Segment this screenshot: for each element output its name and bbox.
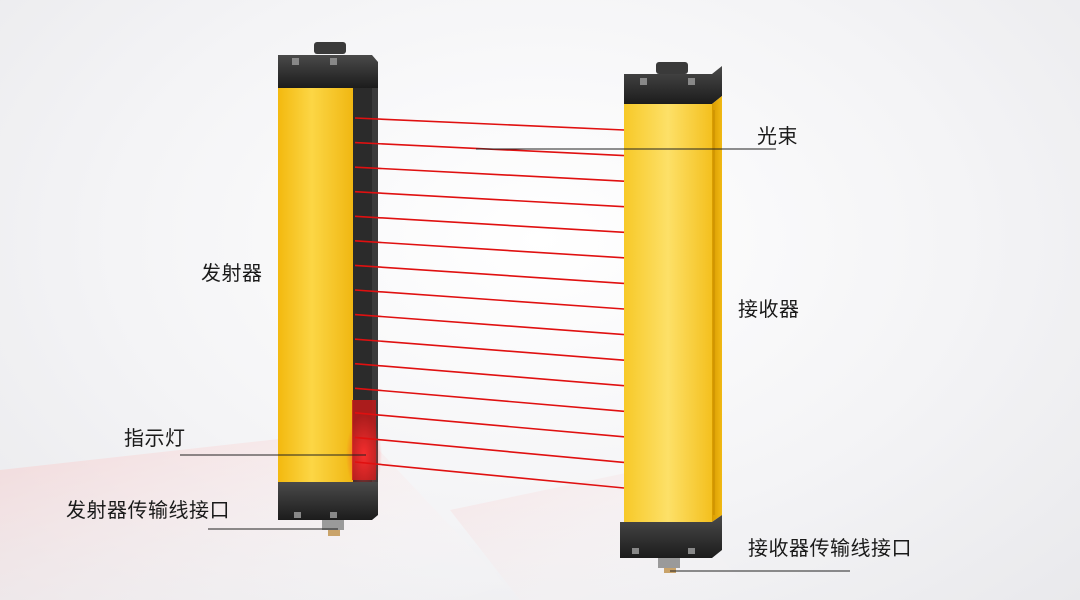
emitter-lens-strip	[353, 88, 375, 482]
light-beam	[354, 313, 625, 336]
emitter-connector	[322, 520, 344, 530]
light-beam	[354, 264, 625, 285]
light-beam	[354, 117, 625, 131]
indicator-label: 指示灯	[124, 426, 186, 450]
light-beam	[354, 387, 625, 413]
light-beam	[354, 289, 625, 310]
beam-label: 光束	[757, 124, 798, 148]
light-beams	[354, 117, 625, 489]
emitter-housing	[278, 88, 353, 482]
receiver-connector	[658, 558, 680, 568]
emitter-port-label: 发射器传输线接口	[66, 498, 230, 522]
emitter-screw	[292, 58, 299, 65]
receiver-top-knob	[656, 62, 688, 74]
light-beam	[354, 215, 625, 234]
receiver-port-label: 接收器传输线接口	[748, 536, 912, 560]
receiver-label: 接收器	[738, 297, 800, 321]
light-beam	[354, 166, 625, 182]
receiver-housing	[624, 104, 712, 522]
light-beam	[354, 190, 625, 208]
emitter-label: 发射器	[201, 261, 263, 285]
emitter-screw	[330, 58, 337, 65]
emitter-unit	[278, 42, 382, 536]
emitter-bottom-cap	[278, 482, 378, 520]
light-beam	[354, 436, 625, 464]
floor-reflection	[450, 470, 760, 600]
floor-reflection	[0, 430, 520, 600]
receiver-unit	[620, 62, 722, 573]
light-beam	[354, 338, 625, 361]
receiver-top-cap	[624, 66, 722, 104]
light-beam	[354, 362, 625, 387]
light-beam	[354, 461, 625, 489]
light-beam	[354, 240, 625, 259]
receiver-bottom-cap	[620, 515, 722, 558]
emitter-top-knob	[314, 42, 346, 54]
emitter-top-cap	[278, 55, 378, 88]
light-beam	[354, 412, 625, 438]
